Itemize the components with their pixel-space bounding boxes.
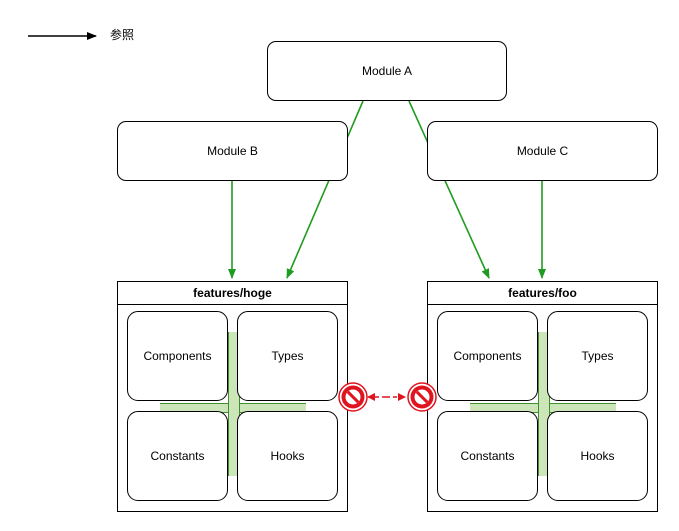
hoge-components[interactable]: Components <box>127 311 228 401</box>
foo-components[interactable]: Components <box>437 311 538 401</box>
module-b[interactable]: Module B <box>117 121 348 181</box>
hoge-hooks[interactable]: Hooks <box>237 411 338 501</box>
foo-components-label: Components <box>453 349 522 363</box>
hoge-hooks-label: Hooks <box>270 449 305 463</box>
module-c-label: Module C <box>516 144 569 158</box>
module-a[interactable]: Module A <box>267 41 507 101</box>
feature-foo[interactable]: features/foo Components Types Constants … <box>427 281 658 512</box>
legend-label: 参照 <box>110 28 135 42</box>
hoge-components-label: Components <box>143 349 212 363</box>
hoge-constants-label: Constants <box>150 449 205 463</box>
arrow-a-to-hoge <box>286 100 364 279</box>
module-a-label: Module A <box>361 64 413 78</box>
feature-hoge[interactable]: features/hoge Components Types Constants… <box>117 281 348 512</box>
foo-types-label: Types <box>581 349 614 363</box>
feature-foo-title: features/foo <box>428 282 657 305</box>
hoge-constants[interactable]: Constants <box>127 411 228 501</box>
module-c[interactable]: Module C <box>427 121 658 181</box>
feature-hoge-title: features/hoge <box>118 282 347 305</box>
module-b-label: Module B <box>207 144 258 158</box>
foo-types[interactable]: Types <box>547 311 648 401</box>
arrow-a-to-foo <box>408 100 490 279</box>
hoge-types-label: Types <box>271 349 304 363</box>
foo-hooks-label: Hooks <box>580 449 615 463</box>
foo-hooks[interactable]: Hooks <box>547 411 648 501</box>
prohibited-icon <box>338 382 368 412</box>
foo-constants[interactable]: Constants <box>437 411 538 501</box>
hoge-types[interactable]: Types <box>237 311 338 401</box>
foo-constants-label: Constants <box>460 449 515 463</box>
prohibited-icon <box>407 382 437 412</box>
